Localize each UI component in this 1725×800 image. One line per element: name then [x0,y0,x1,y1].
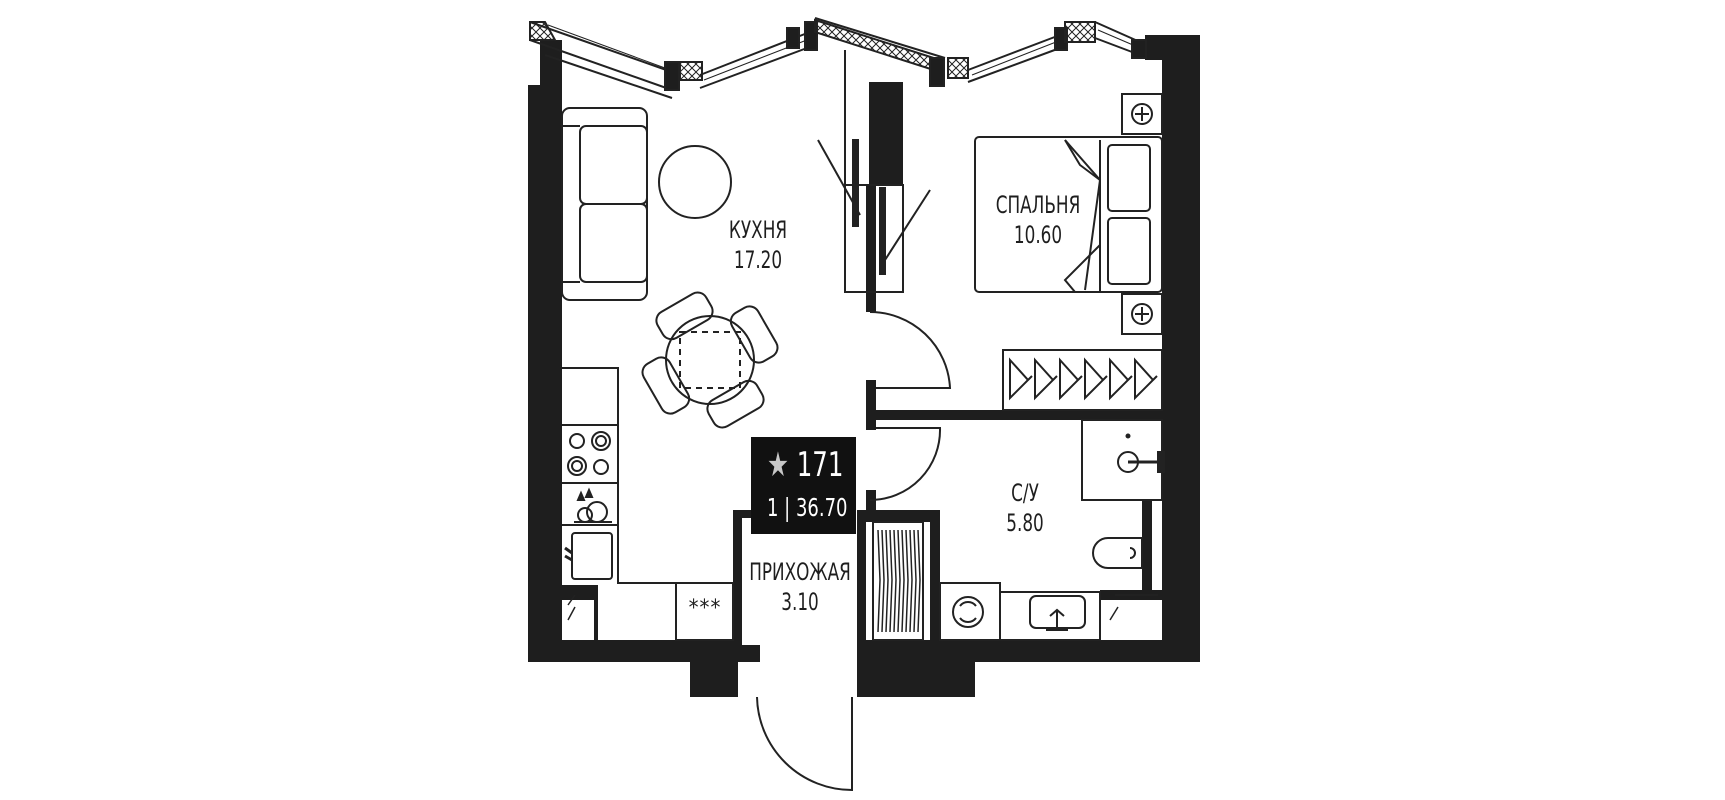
wardrobe-icon [1009,357,1158,401]
total-area: 36.70 [795,493,848,522]
room-name: КУХНЯ [728,216,788,244]
nightstand-icon [1121,93,1163,335]
faucet-icon [564,546,573,562]
sofa-icon [561,107,648,301]
radiator-fin [889,529,893,633]
radiator-fin [893,529,897,633]
round-table-icon [658,145,732,219]
room-area: 17.20 [733,246,783,274]
apartment-badge: ★ 171 1 | 36.70 [751,437,856,534]
radiator-fin [917,529,921,633]
radiator-fin [909,529,913,633]
toilet-icon [1092,537,1143,569]
basin-icon [1046,608,1068,631]
room-area: 5.80 [1006,509,1044,537]
bed-icon [974,136,1163,293]
room-name: СПАЛЬНЯ [995,191,1081,219]
apartment-number: 171 [796,445,844,485]
interior-lines [562,50,1163,641]
exterior-walls [528,35,1200,697]
windows [529,17,1147,99]
star-icon: ★ [767,445,789,485]
hanger-icon [1034,357,1058,401]
separator: | [784,493,791,522]
room-name: ПРИХОЖАЯ [749,558,851,586]
hanger-icon [1084,357,1108,401]
room-area: 3.10 [781,588,819,616]
room-label-kitchen: КУХНЯ 17.20 [703,215,812,275]
rooms-count: 1 [767,493,779,522]
bath-sink-icon [1117,433,1165,473]
room-label-hallway: ПРИХОЖАЯ 3.10 [745,557,854,617]
room-label-bathroom: С/У 5.80 [974,478,1075,538]
corner-details [567,594,1158,621]
fridge-label: *** [688,596,722,621]
radiator-fin [897,529,901,633]
hob-icon [567,431,611,476]
apartment-summary-row: 1 | 36.70 [767,493,847,523]
hanger-icon [1134,357,1158,401]
hanger-icon [1059,357,1083,401]
radiator-fin [885,529,889,633]
radiator-fin [877,529,881,633]
dishwasher-icon [574,487,612,523]
room-name: С/У [1011,479,1039,507]
hanger-icon [1109,357,1133,401]
room-label-bedroom: СПАЛЬНЯ 10.60 [980,190,1097,250]
washing-machine-icon [952,596,984,628]
radiator: /* drawn below by script */ [877,529,921,633]
radiator-fin [901,529,905,633]
radiator-fin [905,529,909,633]
hanger-icon [1009,357,1033,401]
doors [756,139,952,792]
apartment-number-row: ★ 171 [767,445,843,485]
radiator-fin [881,529,885,633]
room-area: 10.60 [1013,221,1063,249]
radiator-fin [913,529,917,633]
dining-table-icon [641,291,779,429]
